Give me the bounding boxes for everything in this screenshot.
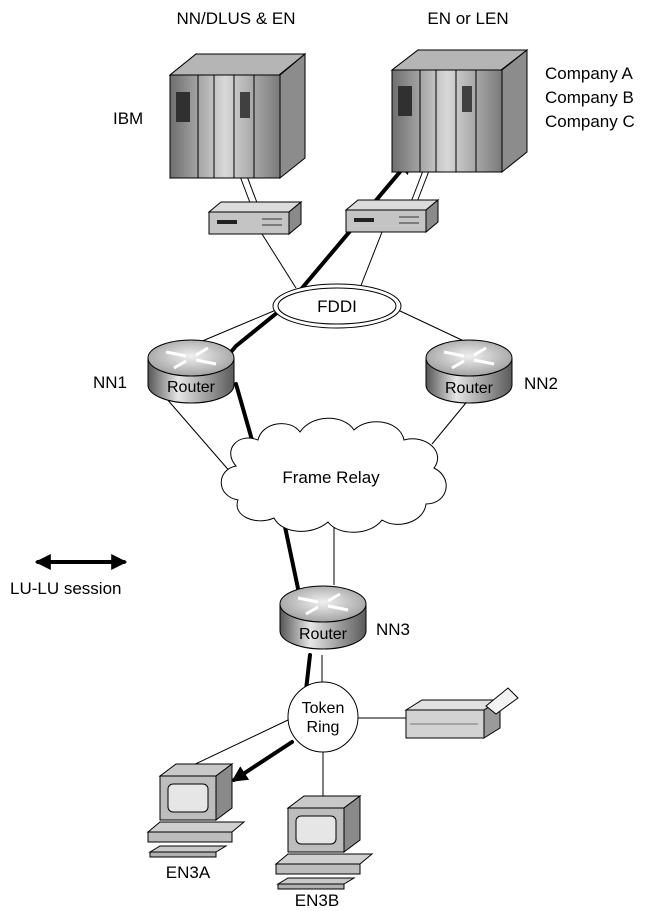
fddi-label: FDDI [317, 297, 357, 316]
left-host-title: NN/DLUS & EN [176, 9, 295, 28]
session-path-ring [304, 653, 312, 692]
fep-left-fddi-line [261, 233, 297, 289]
nn2-frame-relay-line [431, 397, 471, 445]
fddi-nn1-line [199, 309, 277, 343]
fddi-nn2-line [397, 309, 467, 343]
node-nn2-label: NN2 [524, 374, 558, 393]
token-ring [287, 681, 359, 753]
fep-right [344, 198, 440, 234]
nn1-frame-relay-line [165, 397, 233, 475]
router-nn2 [425, 339, 513, 404]
token-ring-label-line2: Ring [307, 719, 340, 736]
frame-relay-cloud [220, 417, 447, 533]
left-host-vendor: IBM [113, 109, 143, 128]
right-host-title: EN or LEN [427, 9, 508, 28]
right-host-vendor-c: Company C [545, 112, 635, 131]
session-path-upper [212, 157, 413, 374]
connection-lines [165, 117, 471, 800]
token-ring-label-line1: Token [302, 700, 345, 717]
legend-label: LU-LU session [10, 579, 122, 598]
workstation-en3b-icon [274, 795, 374, 890]
workstation-en3a-label: EN3A [166, 863, 211, 882]
session-path-en3a [231, 740, 294, 782]
ibm-host-mainframe [168, 52, 307, 180]
session-path-mid [234, 382, 254, 442]
workstation-en3a-icon [146, 763, 246, 858]
legend: LU-LU session [10, 554, 128, 598]
node-nn3-label: NN3 [376, 620, 410, 639]
company-host-mainframe [390, 48, 529, 174]
router-nn2-label: Router [445, 380, 494, 397]
fep-right-fddi-line [359, 231, 383, 289]
router-nn1 [147, 339, 235, 404]
right-host-vendor-a: Company A [545, 64, 634, 83]
fep-left [207, 200, 303, 236]
router-nn1-label: Router [167, 379, 216, 396]
session-path-lower [282, 520, 302, 600]
node-nn1-label: NN1 [93, 373, 127, 392]
fddi-ring [272, 283, 402, 329]
router-nn3-label: Router [299, 626, 348, 643]
right-host-vendor-b: Company B [545, 88, 634, 107]
workstation-en3b-label: EN3B [295, 891, 339, 910]
frame-relay-label: Frame Relay [282, 468, 380, 487]
token-ring-en3a-line [186, 719, 289, 769]
router-nn3 [279, 585, 367, 650]
printer-icon [404, 687, 519, 739]
